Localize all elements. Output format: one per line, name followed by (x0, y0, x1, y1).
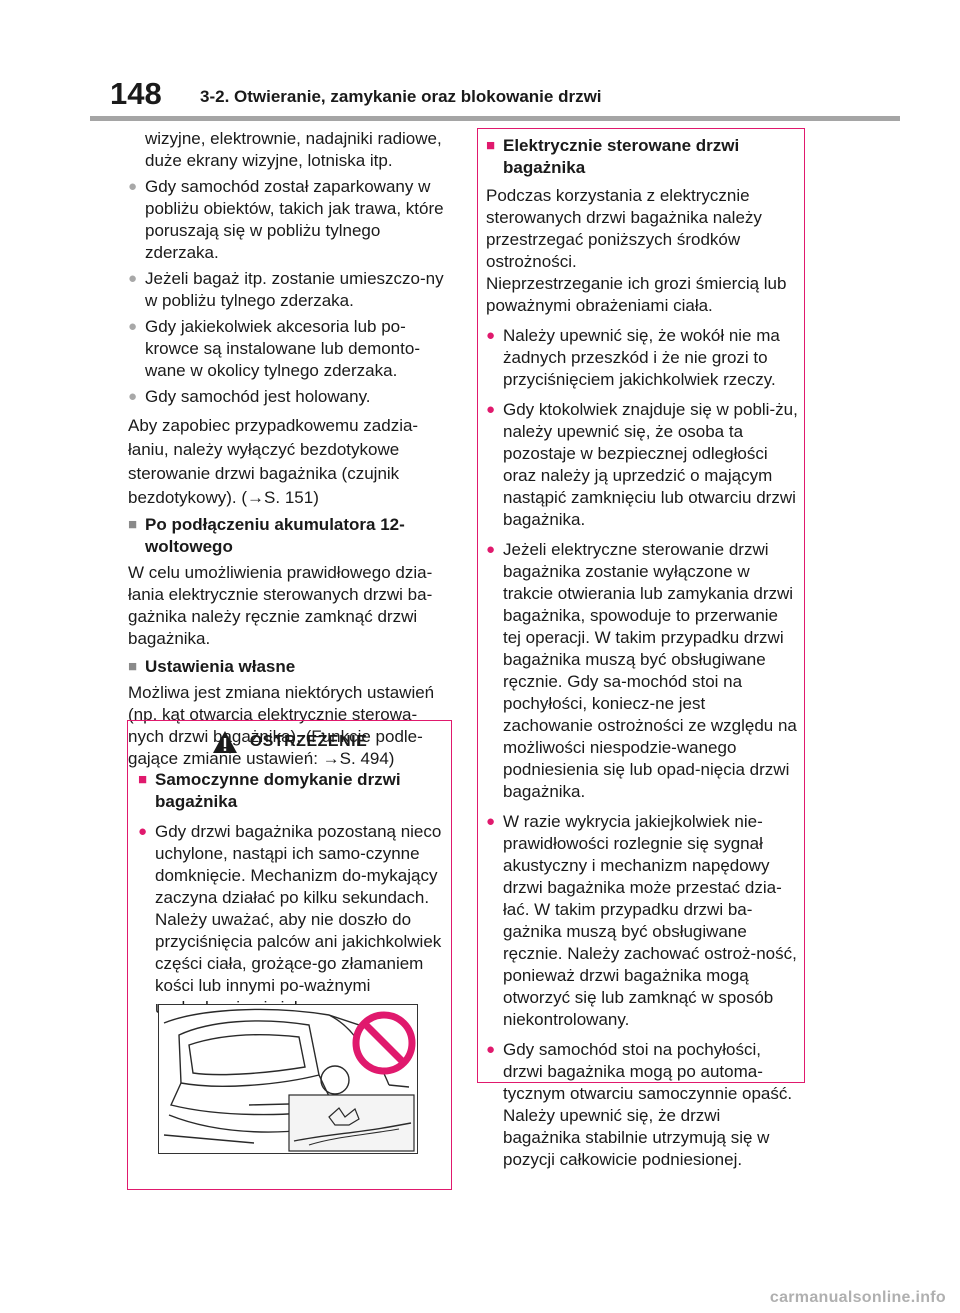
paragraph-sensor-note: Aby zapobiec przypadkowemu zadzia-łaniu,… (128, 416, 419, 507)
list-item: ●Gdy ktokolwiek znajduje się w pobli-żu,… (486, 400, 798, 529)
bullet-dot: ● (486, 813, 496, 830)
bullet-dot: ● (486, 401, 496, 418)
square-marker-icon: ■ (138, 771, 148, 788)
square-marker-icon: ■ (486, 137, 496, 154)
intro-warning-paragraph: Nieprzestrzeganie ich grozi śmiercią lub… (486, 274, 787, 315)
bullet-dot: ● (128, 318, 138, 335)
power-tailgate-box: ■Elektrycznie sterowane drzwi bagażnika … (477, 128, 805, 1169)
list-item: ●Należy upewnić się, że wokół nie ma żad… (486, 326, 780, 389)
list-item: ●Gdy jakiekolwiek akcesoria lub po-krowc… (128, 317, 420, 380)
bullet-dot: ● (486, 541, 496, 558)
warning-subheading: ■Samoczynne domykanie drzwi bagażnika (138, 770, 401, 811)
warning-title: OSTRZEŻENIE (249, 733, 368, 750)
subheading-settings: ■Ustawienia własne (128, 657, 296, 676)
left-column: wizyjne, elektrownie, nadajniki radiowe,… (128, 128, 450, 770)
warning-header: OSTRZEŻENIE (128, 721, 451, 763)
bullet-dot: ● (138, 823, 148, 840)
square-marker-icon: ■ (128, 516, 138, 533)
square-marker-icon: ■ (128, 658, 138, 675)
list-item: ●Gdy samochód stoi na pochyłości, drzwi … (486, 1040, 793, 1169)
bullet-dot: ● (486, 1041, 496, 1058)
list-item: ●Gdy drzwi bagażnika pozostaną nieco uch… (138, 822, 442, 1017)
continuation-text: wizyjne, elektrownie, nadajniki radiowe,… (145, 129, 442, 170)
list-item: ●Jeżeli bagaż itp. zostanie umieszczo-ny… (128, 269, 444, 310)
subheading-battery: ■Po podłączeniu akumulatora 12-woltowego (128, 515, 405, 556)
prohibition-sign-icon (352, 1011, 416, 1075)
bullet-dot: ● (128, 388, 138, 405)
bullet-dot: ● (486, 327, 496, 344)
bullet-dot: ● (128, 270, 138, 287)
paragraph-battery: W celu umożliwienia prawidłowego dzia-ła… (128, 563, 433, 648)
bullet-dot: ● (128, 178, 138, 195)
list-item: ●Jeżeli elektryczne sterowanie drzwi bag… (486, 540, 797, 801)
subheading-power-tailgate: ■Elektrycznie sterowane drzwi bagażnika (486, 136, 740, 177)
paragraph-settings: Możliwa jest zmiana niektórych ustawień … (128, 683, 435, 768)
tailgate-illustration (158, 1004, 418, 1154)
warning-triangle-icon (212, 731, 237, 753)
watermark: carmanualsonline.info (769, 1289, 946, 1306)
list-item: ●W razie wykrycia jakiejkolwiek nie-praw… (486, 812, 797, 1029)
header-rule (90, 116, 900, 121)
page-number: 148 (110, 76, 162, 111)
list-item: ●Gdy samochód jest holowany. (128, 387, 371, 406)
section-title: 3-2. Otwieranie, zamykanie oraz blokowan… (200, 87, 602, 106)
tailgate-pinch-illustration (163, 1008, 416, 1152)
list-item: ●Gdy samochód został zaparkowany w pobli… (128, 177, 444, 262)
intro-paragraph: Podczas korzystania z elektrycznie stero… (486, 186, 762, 271)
warning-box: OSTRZEŻENIE ■Samoczynne domykanie drzwi … (127, 720, 452, 1190)
